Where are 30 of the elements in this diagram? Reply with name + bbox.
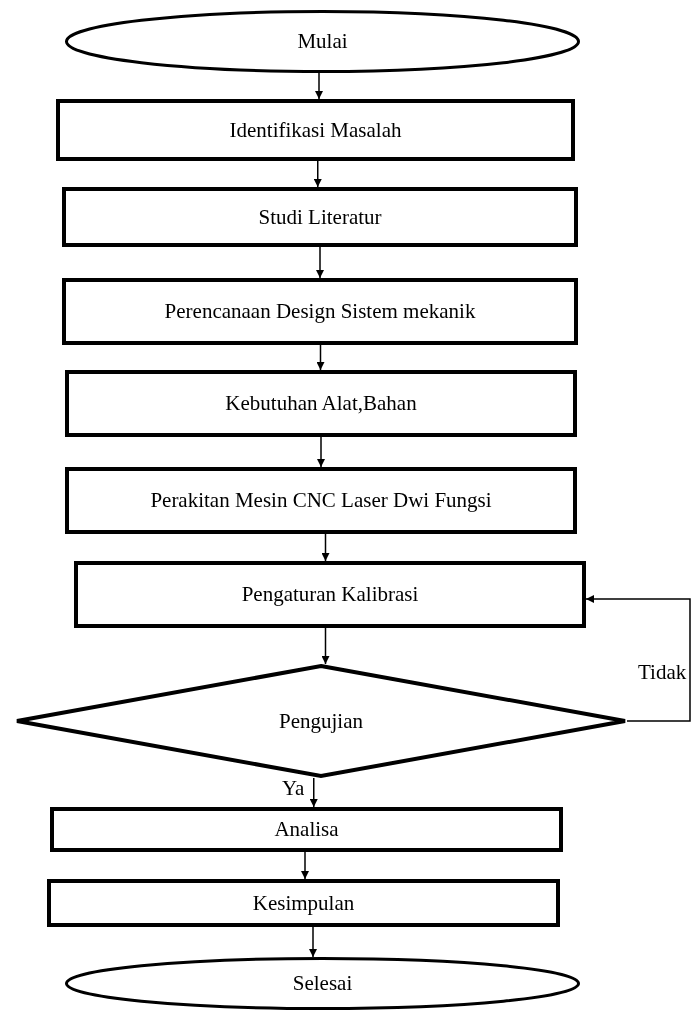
process-box bbox=[50, 807, 563, 852]
arrow bbox=[317, 436, 325, 468]
node-label: Studi Literatur bbox=[258, 204, 382, 230]
node-label: Pengujian bbox=[279, 708, 363, 734]
arrow bbox=[309, 777, 318, 808]
arrow bbox=[309, 926, 317, 958]
process-box bbox=[65, 467, 577, 534]
node-label: Perakitan Mesin CNC Laser Dwi Fungsi bbox=[150, 488, 492, 513]
node-label: Analisa bbox=[274, 817, 339, 842]
arrow bbox=[316, 344, 325, 371]
arrow bbox=[313, 160, 322, 188]
arrow bbox=[316, 246, 324, 279]
process-box bbox=[56, 99, 575, 161]
node-label: Identifikasi Masalah bbox=[229, 117, 402, 143]
node-label: Selesai bbox=[292, 971, 353, 996]
node-label: Kesimpulan bbox=[252, 890, 355, 916]
node-label: Kebutuhan Alat,Bahan bbox=[225, 391, 417, 416]
process-box bbox=[65, 370, 577, 437]
process-box bbox=[62, 278, 578, 345]
node-label: Mulai bbox=[297, 29, 348, 54]
node-label: Perencanaan Design Sistem mekanik bbox=[164, 299, 476, 324]
process-box bbox=[62, 187, 578, 247]
process-box bbox=[74, 561, 586, 628]
arrow bbox=[321, 533, 330, 562]
process-box bbox=[47, 879, 560, 927]
arrow bbox=[315, 72, 323, 100]
arrow bbox=[321, 627, 330, 665]
arrow bbox=[585, 595, 691, 722]
arrow bbox=[301, 851, 309, 880]
node-label: Pengaturan Kalibrasi bbox=[241, 582, 419, 607]
